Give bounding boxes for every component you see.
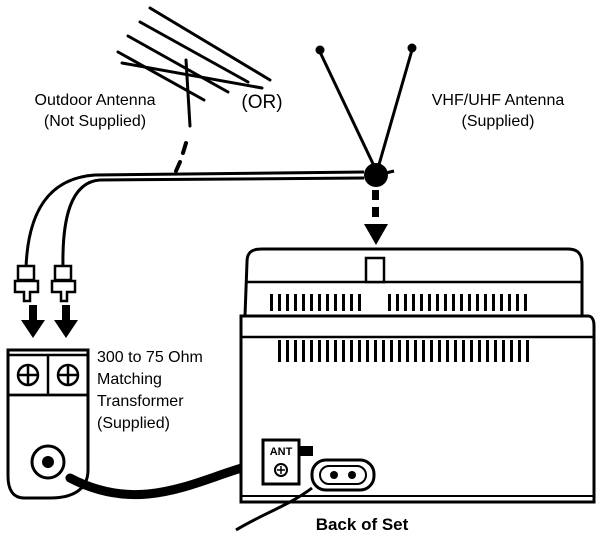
transformer-screw-right — [56, 363, 80, 387]
tv-set-back — [239, 247, 596, 504]
transformer-screw-left — [16, 363, 40, 387]
tv-power-inlet — [310, 458, 376, 492]
outdoor-antenna-label-line1: Outdoor Antenna — [35, 92, 156, 109]
tv-vent-upper — [270, 294, 527, 311]
vhf-uhf-antenna-base — [364, 163, 388, 187]
arrow-antenna-to-set — [364, 190, 388, 245]
outdoor-antenna-element — [126, 34, 230, 94]
tv-vent-lower — [278, 340, 529, 362]
outdoor-antenna-label-line2: (Not Supplied) — [44, 113, 146, 130]
transformer-label-line4: (Supplied) — [97, 415, 170, 432]
transformer-coax-jack — [30, 444, 66, 480]
outdoor-antenna-element — [116, 50, 206, 102]
vhf-uhf-antenna-lead-right — [385, 169, 395, 175]
vhf-uhf-antenna-label-line1: VHF/UHF Antenna — [432, 92, 565, 109]
vhf-uhf-antenna-label-line2: (Supplied) — [462, 113, 535, 130]
coax-cable — [65, 457, 273, 500]
vhf-uhf-antenna — [315, 43, 417, 187]
vhf-uhf-antenna-rod-right — [376, 49, 414, 169]
spade-lug-right — [50, 264, 77, 303]
or-label: (OR) — [241, 92, 282, 113]
tv-cabinet — [239, 314, 596, 504]
outdoor-antenna — [116, 6, 272, 128]
transformer-label-line3: Transformer — [97, 393, 184, 410]
twin-lead-cable — [24, 170, 365, 269]
arrow-down-left — [21, 305, 45, 338]
back-of-set-label: Back of Set — [316, 515, 409, 534]
transformer-label-line2: Matching — [97, 371, 162, 388]
outdoor-antenna-element — [148, 6, 272, 82]
outdoor-antenna-element — [138, 20, 250, 84]
tv-ant-terminal — [261, 438, 313, 486]
outdoor-antenna-mast — [184, 58, 192, 128]
vhf-uhf-antenna-rod-left — [318, 51, 377, 169]
matching-transformer — [6, 348, 90, 500]
transformer-label-line1: 300 to 75 Ohm — [97, 349, 203, 366]
outdoor-antenna-lead-dashed — [174, 141, 188, 173]
vhf-uhf-antenna-tip-left — [315, 45, 325, 55]
tv-power-cord — [235, 486, 313, 532]
ant-port-label: ANT — [270, 446, 293, 458]
vhf-uhf-antenna-tip-right — [407, 43, 417, 53]
spade-lug-left — [13, 264, 40, 303]
tv-antenna-slot — [364, 256, 386, 284]
arrow-down-right — [54, 305, 78, 338]
